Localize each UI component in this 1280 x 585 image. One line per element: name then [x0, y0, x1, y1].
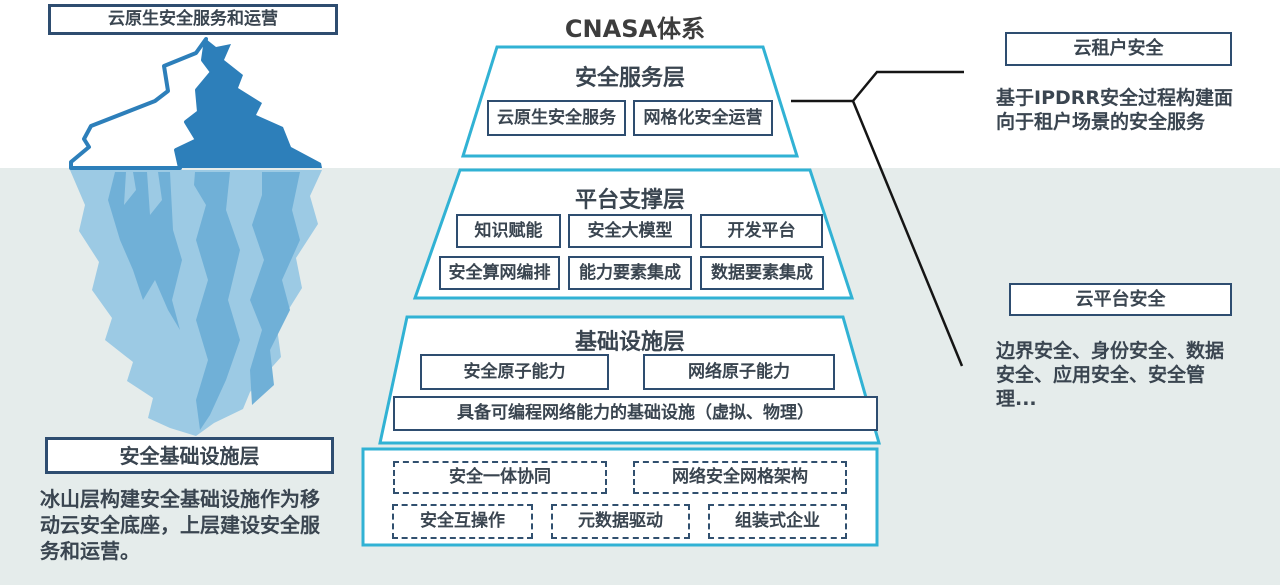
- iceberg-shaded-face-shape: [176, 39, 322, 168]
- box-metadata-driven: 元数据驱动: [551, 504, 690, 539]
- box-data-element-integration: 数据要素集成: [700, 256, 824, 290]
- service-layer-title: 安全服务层: [574, 66, 685, 91]
- connector-line-to-tenant: [852, 70, 964, 102]
- box-mesh-security-operations: 网格化安全运营: [633, 100, 773, 136]
- cloud-native-service-ops-label: 云原生安全服务和运营: [48, 4, 338, 35]
- box-composable-enterprise: 组装式企业: [708, 504, 847, 539]
- box-knowledge-empowerment: 知识赋能: [456, 214, 561, 248]
- box-security-atomic-capability: 安全原子能力: [420, 354, 609, 390]
- box-security-interoperability: 安全互操作: [392, 504, 533, 539]
- iceberg-streak-icon: [108, 172, 182, 330]
- box-development-platform: 开发平台: [700, 214, 823, 248]
- platform-layer-title: 平台支撑层: [574, 188, 685, 213]
- box-capability-element-integration: 能力要素集成: [568, 256, 692, 290]
- infra-layer-title: 基础设施层: [574, 330, 685, 355]
- box-cloud-native-security-service: 云原生安全服务: [487, 100, 626, 136]
- iceberg-streak-icon: [194, 172, 240, 430]
- cloud-platform-security-desc: 边界安全、身份安全、数据 安全、应用安全、安全管 理...: [996, 340, 1225, 410]
- box-security-large-model: 安全大模型: [568, 214, 692, 248]
- box-network-atomic-capability: 网络原子能力: [643, 354, 835, 390]
- iceberg-streak-icon: [250, 172, 300, 405]
- cloud-tenant-security-desc: 基于IPDRR安全过程构建面 向于租户场景的安全服务: [996, 87, 1234, 133]
- box-programmable-infrastructure: 具备可编程网络能力的基础设施（虚拟、物理）: [393, 396, 878, 431]
- box-security-integrated-collaboration: 安全一体协同: [393, 461, 607, 494]
- connector-line-to-platform: [851, 100, 964, 367]
- iceberg-caption: 冰山层构建安全基础设施作为移 动云安全底座，上层建设安全服 务和运营。: [40, 487, 320, 563]
- diagram-title: CNASA体系: [564, 15, 706, 43]
- box-security-network-orchestration: 安全算网编排: [439, 256, 560, 290]
- cloud-platform-security-label: 云平台安全: [1009, 283, 1232, 316]
- security-infra-layer-label: 安全基础设施层: [45, 437, 334, 474]
- box-cybersecurity-mesh-architecture: 网络安全网格架构: [633, 461, 847, 494]
- cloud-tenant-security-label: 云租户安全: [1005, 32, 1232, 66]
